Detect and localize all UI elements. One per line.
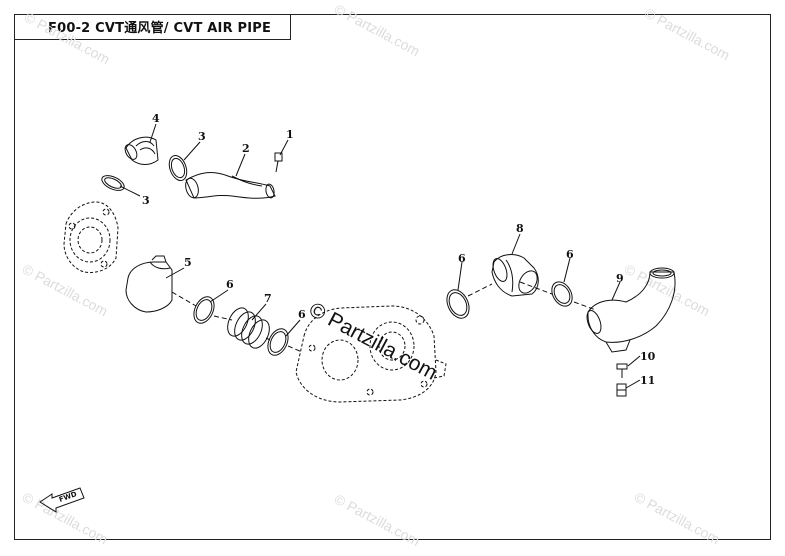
diagram-frame [14, 14, 771, 540]
callout-6: 6 [298, 308, 306, 321]
assembly-centerline [467, 281, 597, 311]
callout-6: 6 [566, 248, 574, 261]
part-11-nut[interactable] [616, 383, 627, 397]
part-10-clip[interactable] [616, 363, 628, 378]
part-3-clamp-lower[interactable] [100, 172, 127, 193]
callout-6: 6 [226, 278, 234, 291]
callout-7: 7 [264, 292, 272, 305]
part-3-clamp-upper[interactable] [166, 153, 190, 183]
engine-cvt-case [295, 305, 447, 403]
callout-5: 5 [184, 256, 192, 269]
callout-3: 3 [142, 194, 150, 207]
callout-8: 8 [516, 222, 524, 235]
part-6-clamp-midleft[interactable] [264, 326, 292, 359]
callout-1: 1 [286, 128, 294, 141]
part-8-elbow-connector[interactable] [490, 254, 541, 297]
callout-4: 4 [152, 112, 160, 125]
part-6-clamp-midright[interactable] [443, 286, 474, 322]
part-4-elbow-boot[interactable] [123, 136, 159, 165]
part-6-clamp-left[interactable] [190, 294, 218, 327]
callout-3: 3 [198, 130, 206, 143]
part-6-clamp-right[interactable] [548, 278, 577, 310]
fwd-label: FWD [58, 490, 78, 504]
fwd-arrow-icon [39, 487, 85, 513]
callout-2: 2 [242, 142, 250, 155]
cvt-cover-left [63, 201, 119, 273]
part-1-bolt[interactable] [274, 152, 283, 173]
leader-lines [119, 123, 641, 389]
part-7-connector[interactable] [224, 305, 274, 352]
part-5-intake-duct[interactable] [125, 255, 173, 313]
callout-10: 10 [640, 350, 656, 363]
part-2-air-pipe[interactable] [184, 172, 276, 200]
callout-6: 6 [458, 252, 466, 265]
title-box: F00-2 CVT通风管/ CVT AIR PIPE [14, 14, 291, 40]
part-9-elbow-pipe[interactable] [584, 267, 676, 353]
assembly-centerline [171, 291, 303, 353]
diagram-title: F00-2 CVT通风管/ CVT AIR PIPE [48, 21, 272, 36]
callout-9: 9 [616, 272, 624, 285]
callout-11: 11 [640, 374, 655, 387]
